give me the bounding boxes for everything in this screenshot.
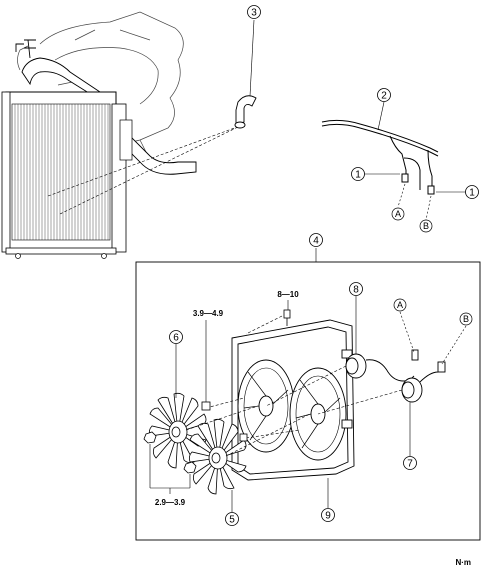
fan-nut-pair-bracket: [149, 444, 191, 494]
callout-fan-shroud: 9: [325, 511, 331, 522]
callout-hose-clip-left: 1: [355, 170, 361, 181]
fan-shroud: [231, 319, 355, 481]
callout-circle-6: [169, 330, 183, 344]
connector-leaders-top: [397, 183, 432, 221]
fan-nut-pair: [143, 431, 197, 474]
radiator-hose-part: [234, 95, 257, 129]
connector-a-circle-box: [393, 298, 407, 312]
callout-fan-motor-right: 7: [407, 459, 413, 470]
connector-b-top: B: [423, 221, 429, 231]
shroud-bolt: [283, 309, 291, 326]
callout-hose-clip-right: 1: [469, 188, 475, 199]
callout-fan-large: 6: [173, 333, 179, 344]
callout-circle-8: [349, 282, 363, 296]
connector-a-box: A: [397, 300, 403, 310]
callout-line-3: [249, 19, 255, 97]
callout-wiring-harness: 2: [381, 91, 387, 102]
connector-a-circle-top: [391, 207, 405, 221]
fan-nut-upper: [201, 401, 211, 411]
connector-b-circle-top: [419, 219, 433, 233]
callout-circle-2: [377, 88, 391, 102]
fan-leader-lines: [185, 397, 311, 457]
torque-fan-nut-pair: 2.9—3.9: [155, 498, 186, 507]
wiring-harness: [321, 119, 439, 195]
callout-fan-small: 5: [229, 515, 235, 526]
callout-circle-3: [247, 5, 261, 19]
callout-circle-1-left: [351, 167, 365, 181]
torque-fan-nut: 3.9—4.9: [193, 309, 224, 318]
fan-blade-small: [188, 418, 247, 495]
callout-circle-9: [321, 508, 335, 522]
callout-circle-5: [225, 512, 239, 526]
callout-fan-motor-left: 8: [353, 285, 359, 296]
callout-fan-assembly: 4: [313, 236, 319, 247]
motor-leader-lines: [265, 365, 403, 415]
callout-circle-4: [309, 233, 323, 247]
fan-nut-inner: [239, 433, 248, 442]
torque-unit-label: N·m: [455, 558, 471, 567]
fan-motor-right: [401, 361, 446, 403]
callout-line-2: [377, 101, 385, 131]
fan-assembly-frame: [135, 261, 481, 541]
callout-circle-7: [403, 456, 417, 470]
connector-b-box: B: [463, 314, 469, 324]
radiator-leader-lines: [47, 125, 241, 215]
fan-motor-left: [345, 349, 419, 382]
radiator: [1, 91, 133, 259]
connector-leaders-box: [399, 311, 467, 365]
callout-circle-1-right: [465, 185, 479, 199]
callout-radiator-hose: 3: [251, 8, 257, 19]
connector-b-circle-box: [459, 312, 473, 326]
connector-a-top: A: [395, 209, 401, 219]
bolt-leader-dashed: [245, 315, 283, 335]
torque-shroud-bolt: 8—10: [277, 290, 299, 299]
